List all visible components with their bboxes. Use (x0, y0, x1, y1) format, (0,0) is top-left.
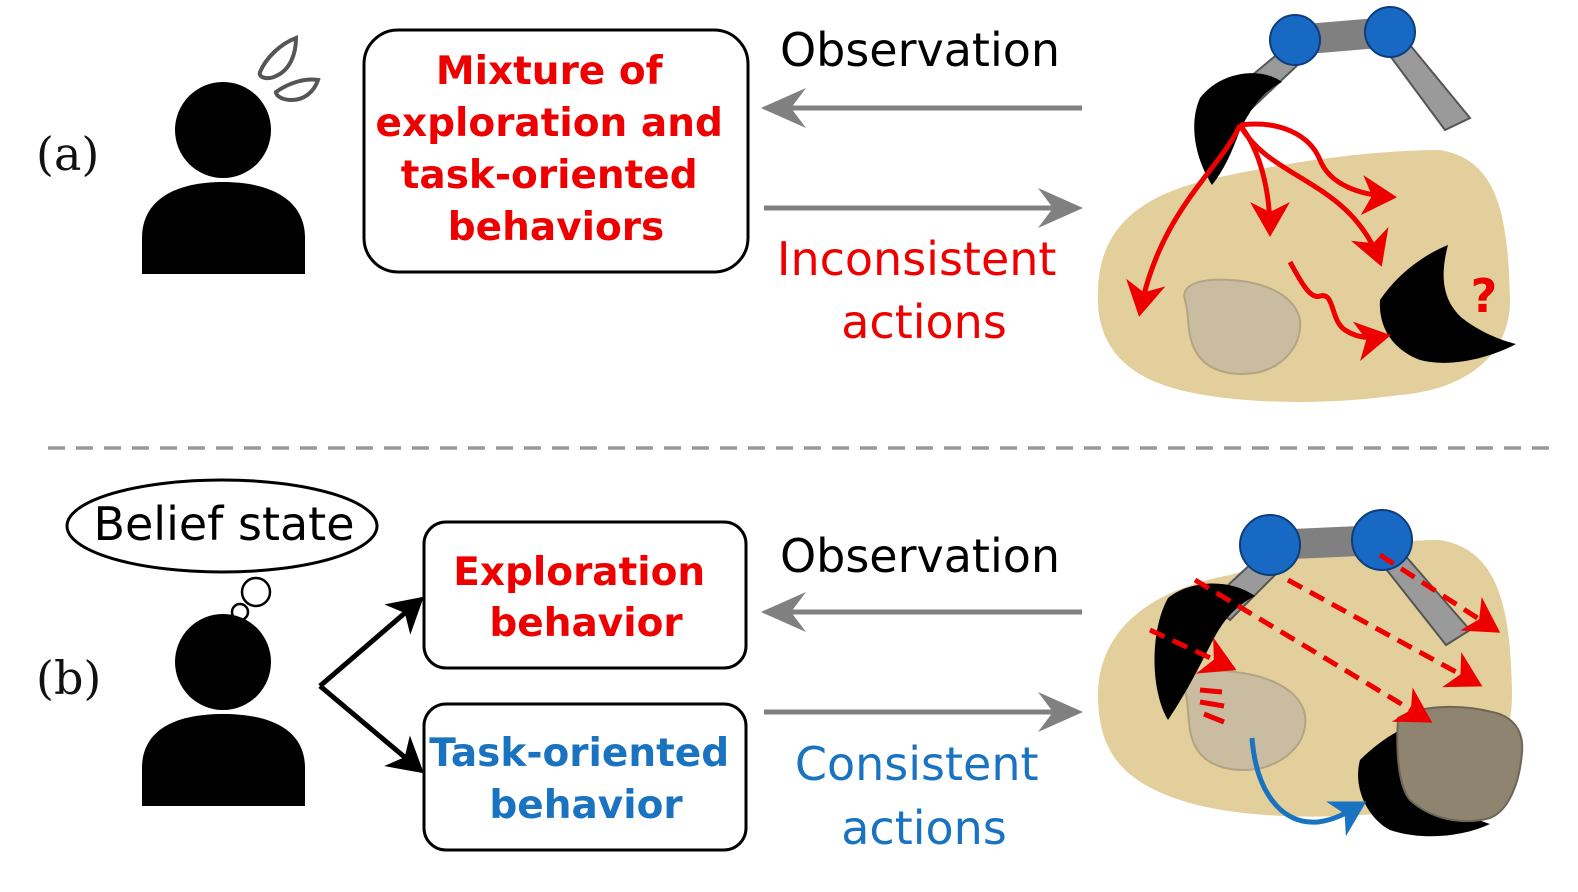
sweat-drops-icon (257, 35, 321, 103)
table-surface (1097, 150, 1510, 402)
observation-label-a: Observation (780, 23, 1060, 77)
panel-a: (a) Mixture of exploration and task-orie… (36, 6, 1516, 402)
box-line-3: task-oriented (401, 153, 698, 198)
mixture-behavior-text: Mixture of exploration and task-oriented… (376, 49, 737, 250)
branch-arrows (318, 596, 424, 774)
exploration-line-1: Exploration (453, 550, 705, 595)
task-line-1: Task-oriented (429, 731, 729, 776)
observation-label-b: Observation (780, 529, 1060, 583)
box-line-2: exploration and (376, 101, 723, 146)
consistent-actions-text: Consistent actions (795, 737, 1053, 855)
exploration-behavior-box (422, 520, 748, 670)
task-behavior-text: Task-oriented behavior (429, 731, 742, 828)
scene-a: ? (1097, 6, 1516, 402)
box-line-1: Mixture of (436, 49, 664, 94)
exploration-line-2: behavior (489, 601, 683, 646)
rock-icon (1183, 278, 1302, 375)
mixture-behavior-box (362, 28, 750, 274)
box-line-4: behaviors (448, 205, 664, 250)
target-rock-icon (1396, 705, 1524, 823)
thought-dot-large (240, 576, 272, 608)
contact-marks (1199, 687, 1225, 725)
task-line-2: behavior (489, 783, 683, 828)
consistent-line-1: Consistent (795, 737, 1039, 791)
panel-b: (b) Belief state Exploration behavior Ta… (36, 478, 1524, 855)
belief-state-text: Belief state (93, 497, 354, 551)
consistent-path (1249, 737, 1367, 837)
person-icon (142, 614, 305, 806)
inconsistent-actions-text: Inconsistent actions (777, 232, 1071, 349)
question-mark: ? (1471, 269, 1498, 323)
thought-bubble-icon (65, 478, 379, 574)
person-icon (142, 82, 305, 274)
consistent-line-2: actions (841, 801, 1007, 855)
gripper-target-icon (1379, 245, 1516, 363)
task-behavior-box (422, 702, 748, 852)
scene-b (1097, 509, 1524, 837)
panel-b-label: (b) (36, 651, 101, 705)
exploration-behavior-text: Exploration behavior (453, 550, 719, 646)
exploration-paths (1148, 552, 1501, 723)
action-line-1: Inconsistent (777, 232, 1057, 286)
action-line-2: actions (841, 295, 1007, 349)
panel-a-label: (a) (36, 127, 99, 181)
robot-arm-icon (1230, 6, 1472, 132)
inconsistent-paths (1126, 121, 1397, 362)
